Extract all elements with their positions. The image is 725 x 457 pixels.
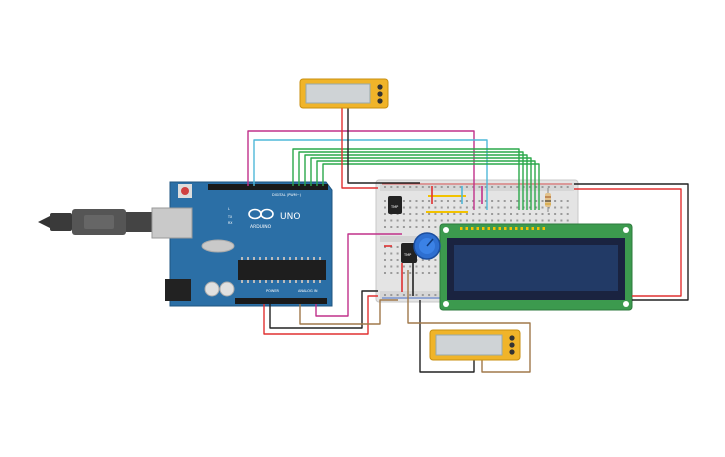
wire-black-meter-bottom [419,300,475,373]
wire-magenta-top [247,130,475,210]
ic-pins [241,257,321,283]
wire-black-meter-top [347,108,420,184]
lcd-pins [460,227,545,230]
rx-label: RX [228,221,233,225]
wire-green-2 [298,151,524,210]
multimeter-bottom[interactable] [429,329,521,361]
resistor[interactable] [545,188,551,212]
lcd-screen [454,245,618,291]
arduino-logo-icon [248,208,274,220]
sensor-1-label: TMP [390,205,398,209]
wire-black-bottom [269,290,378,329]
arduino-brand-label: ARDUINO [250,224,272,230]
digital-header [208,184,328,190]
wire-red-bottom [263,295,378,335]
wire-brown-analog [299,299,398,325]
power-header-label: POWER [266,289,280,293]
wire-magenta-analog [315,233,402,317]
wire-black-right [574,183,689,301]
wire-cyan-top [253,139,488,210]
wire-green-3 [304,154,528,210]
digital-header-label: DIGITAL (PWM~) [272,193,302,197]
tx-label: TX [227,215,233,219]
wires [247,108,689,373]
wire-green-1 [292,148,520,210]
potentiometer-knob-icon[interactable] [413,232,441,260]
wire-red-right [574,188,682,297]
multimeter-top[interactable] [299,78,389,109]
wire-green-5 [316,160,536,210]
arduino-uno-board[interactable]: ARDUINO UNO DIGITAL (PWM~) POWER ANALOG … [38,181,333,307]
power-analog-header [235,298,327,304]
lcd-module[interactable] [439,223,633,311]
sensor-2-label: TMP [403,253,411,257]
wire-green-6 [322,163,540,210]
l-label: L [228,207,230,211]
uno-model-label: UNO [280,212,300,222]
wire-red-meter-top [341,108,378,189]
analog-header-label: ANALOG IN [298,289,318,293]
temperature-sensor-2[interactable]: TMP [401,243,417,263]
temperature-sensor-1[interactable]: TMP [388,196,402,214]
wire-brown-meter-bottom [407,270,531,373]
wire-green-4 [310,157,532,210]
